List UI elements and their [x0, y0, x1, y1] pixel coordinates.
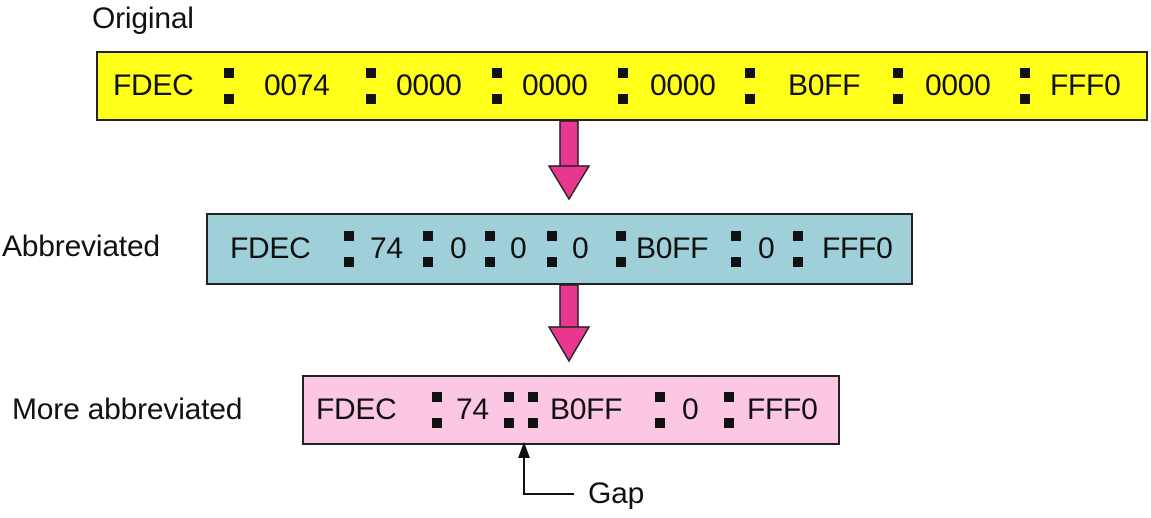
- abbreviated-group-3: 0: [450, 232, 467, 265]
- original-group-7: 0000: [925, 69, 991, 102]
- more-abbreviated-group-1: FDEC: [316, 393, 397, 426]
- label-original: Original: [92, 2, 194, 35]
- down-arrow-icon: [547, 120, 591, 201]
- colon-separator: [423, 231, 434, 267]
- colon-separator: [745, 68, 756, 104]
- abbreviated-address-box: FDEC 74 0 0 0 B0FF 0 FFF0: [206, 213, 913, 285]
- colon-separator: [504, 392, 515, 428]
- colon-separator: [344, 231, 355, 267]
- up-arrow-icon: [518, 442, 574, 495]
- original-address-box: FDEC 0074 0000 0000 0000 B0FF 0000 FFF0: [96, 51, 1148, 121]
- colon-separator: [655, 392, 666, 428]
- original-group-8: FFF0: [1050, 69, 1121, 102]
- more-abbreviated-group-3: B0FF: [550, 393, 623, 426]
- original-group-1: FDEC: [113, 69, 194, 102]
- colon-separator: [893, 68, 904, 104]
- more-abbreviated-group-2: 74: [456, 393, 489, 426]
- colon-separator: [366, 68, 377, 104]
- abbreviated-group-8: FFF0: [822, 232, 893, 265]
- more-abbreviated-address-box: FDEC 74 B0FF 0 FFF0: [302, 375, 840, 445]
- abbreviated-group-4: 0: [510, 232, 527, 265]
- colon-separator: [731, 231, 742, 267]
- more-abbreviated-group-5: FFF0: [747, 393, 818, 426]
- original-group-4: 0000: [522, 69, 588, 102]
- colon-separator: [492, 68, 503, 104]
- original-group-2: 0074: [264, 69, 330, 102]
- down-arrow-icon: [547, 284, 591, 363]
- colon-separator: [618, 68, 629, 104]
- original-group-3: 0000: [396, 69, 462, 102]
- abbreviated-group-1: FDEC: [230, 232, 311, 265]
- original-group-6: B0FF: [788, 69, 861, 102]
- abbreviated-group-5: 0: [572, 232, 589, 265]
- colon-separator: [793, 231, 804, 267]
- colon-separator: [528, 392, 539, 428]
- label-more-abbreviated: More abbreviated: [12, 393, 243, 426]
- original-group-5: 0000: [650, 69, 716, 102]
- abbreviated-group-6: B0FF: [636, 232, 709, 265]
- abbreviated-group-2: 74: [370, 232, 403, 265]
- colon-separator: [432, 392, 443, 428]
- colon-separator: [724, 392, 735, 428]
- colon-separator: [224, 68, 235, 104]
- abbreviated-group-7: 0: [758, 232, 775, 265]
- colon-separator: [485, 231, 496, 267]
- colon-separator: [547, 231, 558, 267]
- colon-separator: [616, 231, 627, 267]
- colon-separator: [1020, 68, 1031, 104]
- label-abbreviated: Abbreviated: [2, 230, 160, 263]
- more-abbreviated-group-4: 0: [682, 393, 699, 426]
- gap-label: Gap: [588, 477, 645, 510]
